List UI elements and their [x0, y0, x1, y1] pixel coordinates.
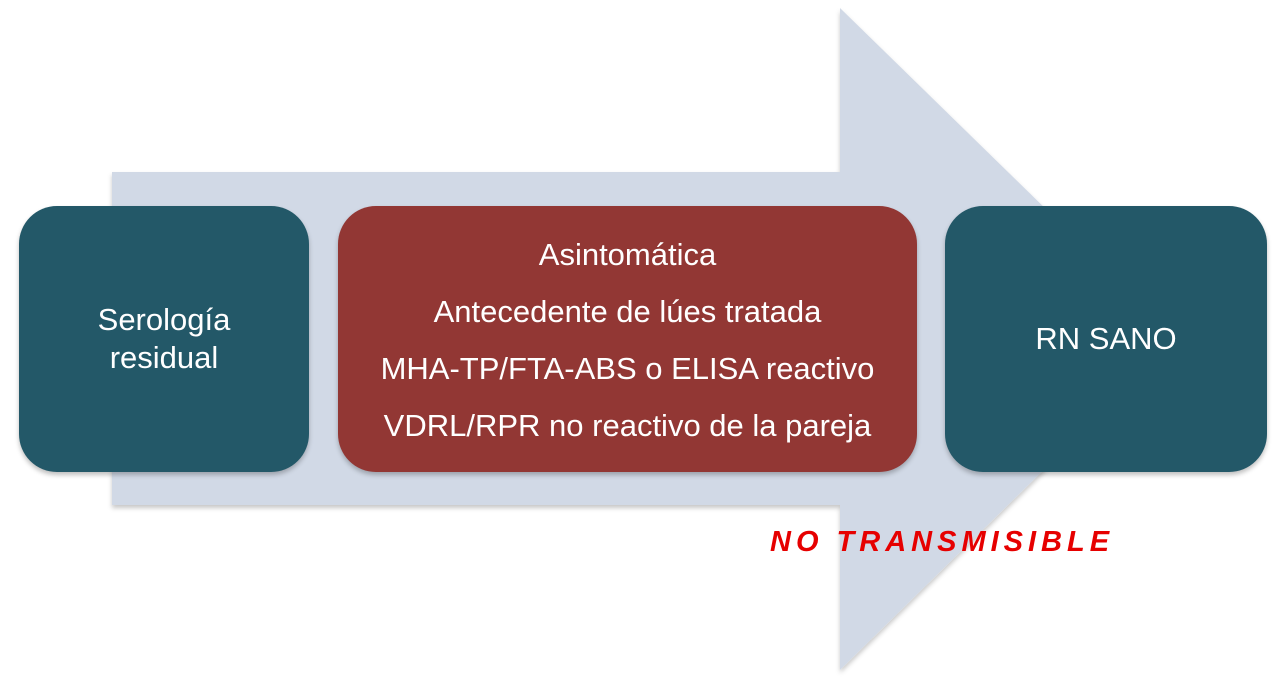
criteria-line-history: Antecedente de lúes tratada [433, 294, 822, 329]
criteria-line-treponemal: MHA-TP/FTA-ABS o ELISA reactivo [380, 351, 875, 386]
criteria-line-asymptomatic: Asintomática [538, 237, 717, 272]
step-box-serology: Serología residual [19, 206, 309, 472]
transmission-caption: NO TRANSMISIBLE [770, 526, 1115, 558]
criteria-line-partner: VDRL/RPR no reactivo de la pareja [383, 408, 872, 443]
serology-line-2: residual [109, 340, 219, 375]
serology-line-1: Serología [97, 302, 231, 337]
outcome-line: RN SANO [1035, 321, 1177, 356]
step-box-outcome: RN SANO [945, 206, 1267, 472]
step-box-criteria: Asintomática Antecedente de lúes tratada… [338, 206, 917, 472]
